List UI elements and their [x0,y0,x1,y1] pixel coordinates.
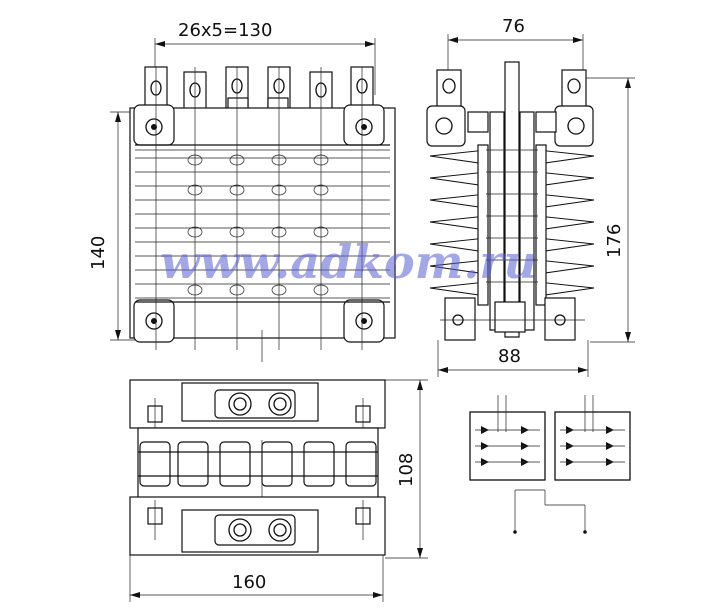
circuit-schematic [469,395,631,534]
dimension-bottom-width: 160 [232,572,266,593]
bottom-view: 108 160 [129,379,428,602]
stack-lines [486,149,538,283]
dimension-bottom-height: 108 [396,453,417,487]
dimension-side-width: 76 [502,16,525,37]
terminal-row [144,66,374,111]
side-view: 76 176 88 [426,16,635,377]
watermark-text: www.adkom.ru [160,235,537,289]
diode-ovals-front [187,154,329,296]
dimension-top-width: 26x5=130 [178,20,272,41]
fin-lines-front [135,144,390,303]
vertical-lines-front [155,67,363,362]
dimension-front-height: 140 [88,236,109,270]
cylinders [139,441,377,487]
dimension-side-base-width: 88 [498,346,521,367]
front-view: 26x5=130 140 [88,20,396,362]
fins-left [429,149,487,297]
dimension-side-height: 176 [604,224,625,258]
fins-right [537,149,595,297]
